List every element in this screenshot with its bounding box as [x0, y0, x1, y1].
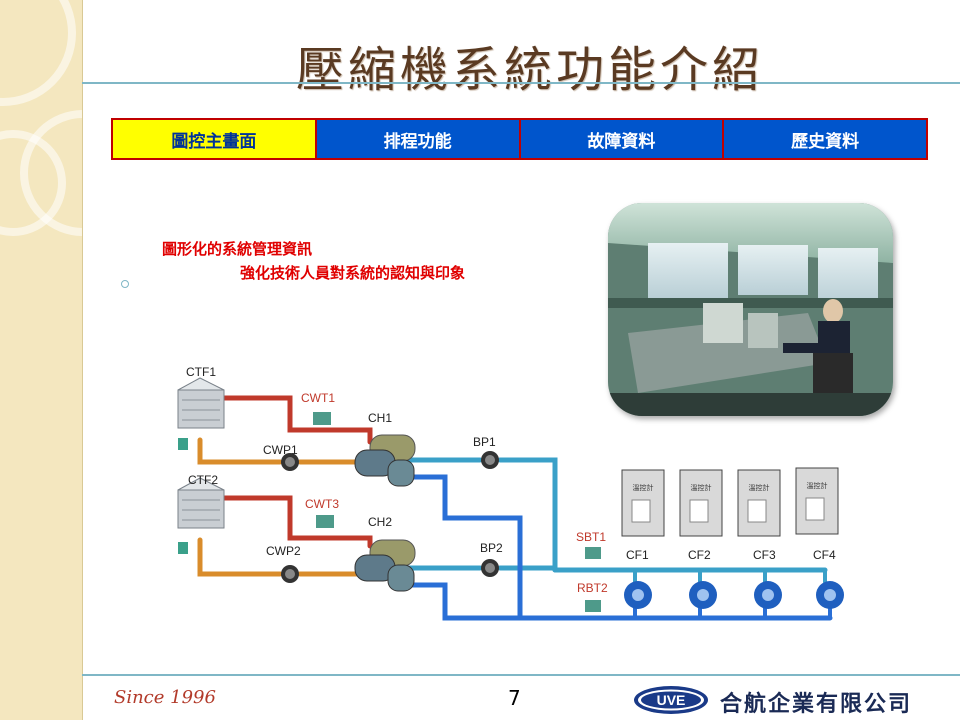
hot-pipe-1	[212, 395, 373, 445]
company-name: 合航企業有限公司	[720, 692, 913, 717]
warm-pipe-2	[197, 537, 283, 577]
label-rbt2: RBT2	[577, 581, 608, 595]
label-ctf2: CTF2	[188, 473, 218, 487]
svg-text:溫控計: 溫控計	[807, 481, 828, 490]
fan-cf1	[624, 581, 652, 609]
cooling-tower-ctf1	[177, 377, 225, 450]
decor-ring	[0, 0, 76, 106]
pump-bp1	[481, 451, 499, 469]
chiller-ch1	[354, 434, 416, 487]
tab-main-screen[interactable]: 圖控主畫面	[113, 120, 317, 158]
fan-cf3	[754, 581, 782, 609]
return-pipe-1	[407, 474, 523, 621]
sensor-cwt1	[313, 412, 331, 425]
page-number: 7	[508, 686, 521, 710]
decor-ring	[0, 130, 66, 236]
compressor-system-diagram: 溫控計 溫控計 溫控計 溫控計 CTF1 CWT1 CH1 CWP1 BP1 C…	[177, 365, 844, 621]
sensor-rbt2	[585, 600, 601, 612]
pump-cwp2	[281, 565, 299, 583]
footer-rule	[82, 674, 960, 676]
label-cf3: CF3	[753, 548, 776, 562]
sensor-sbt1	[585, 547, 601, 559]
tab-history-data[interactable]: 歷史資料	[724, 120, 926, 158]
fan-cf2	[689, 581, 717, 609]
label-ctf1: CTF1	[186, 365, 216, 379]
svg-text:溫控計: 溫控計	[633, 483, 654, 492]
label-ch1: CH1	[368, 411, 392, 425]
tab-schedule[interactable]: 排程功能	[316, 120, 521, 158]
tab-bar: 圖控主畫面 排程功能 故障資料 歷史資料	[111, 118, 928, 160]
warm-pipe-1	[197, 437, 283, 465]
label-cwp1: CWP1	[263, 443, 298, 457]
cabinet-cf2: 溫控計	[679, 469, 723, 537]
cooling-tower-ctf2	[177, 477, 225, 554]
label-cf4: CF4	[813, 548, 836, 562]
label-cwp2: CWP2	[266, 544, 301, 558]
left-divider	[82, 0, 83, 720]
pump-bp2	[481, 559, 499, 577]
company-logo: UVE	[632, 684, 710, 720]
since-text: Since 1996	[114, 687, 216, 708]
title-underline	[82, 82, 960, 84]
label-cwt1: CWT1	[301, 391, 335, 405]
control-room-photo	[608, 203, 893, 416]
label-cwt3: CWT3	[305, 497, 339, 511]
label-bp1: BP1	[473, 435, 496, 449]
cabinet-cf4: 溫控計	[795, 467, 839, 535]
return-pipe-2	[407, 582, 833, 621]
label-cf2: CF2	[688, 548, 711, 562]
left-decor-band	[0, 0, 82, 720]
bullet-marker	[121, 280, 129, 288]
label-bp2: BP2	[480, 541, 503, 555]
tab-fault-data[interactable]: 故障資料	[520, 120, 725, 158]
label-cf1: CF1	[626, 548, 649, 562]
fan-cf4	[816, 581, 844, 609]
cabinet-cf1: 溫控計	[621, 469, 665, 537]
svg-text:溫控計: 溫控計	[749, 483, 770, 492]
cabinet-cf3: 溫控計	[737, 469, 781, 537]
description-line-1: 圖形化的系統管理資訊	[162, 240, 313, 258]
hot-pipe-2	[212, 495, 373, 549]
page-title: 壓縮機系統功能介紹	[295, 42, 764, 98]
description-line-2: 強化技術人員對系統的認知與印象	[240, 264, 466, 282]
svg-text:UVE: UVE	[657, 692, 686, 708]
svg-text:溫控計: 溫控計	[691, 483, 712, 492]
chiller-ch2	[354, 539, 416, 592]
label-ch2: CH2	[368, 515, 392, 529]
sensor-cwt3	[316, 515, 334, 528]
label-sbt1: SBT1	[576, 530, 606, 544]
pump-cwp1	[281, 453, 299, 471]
